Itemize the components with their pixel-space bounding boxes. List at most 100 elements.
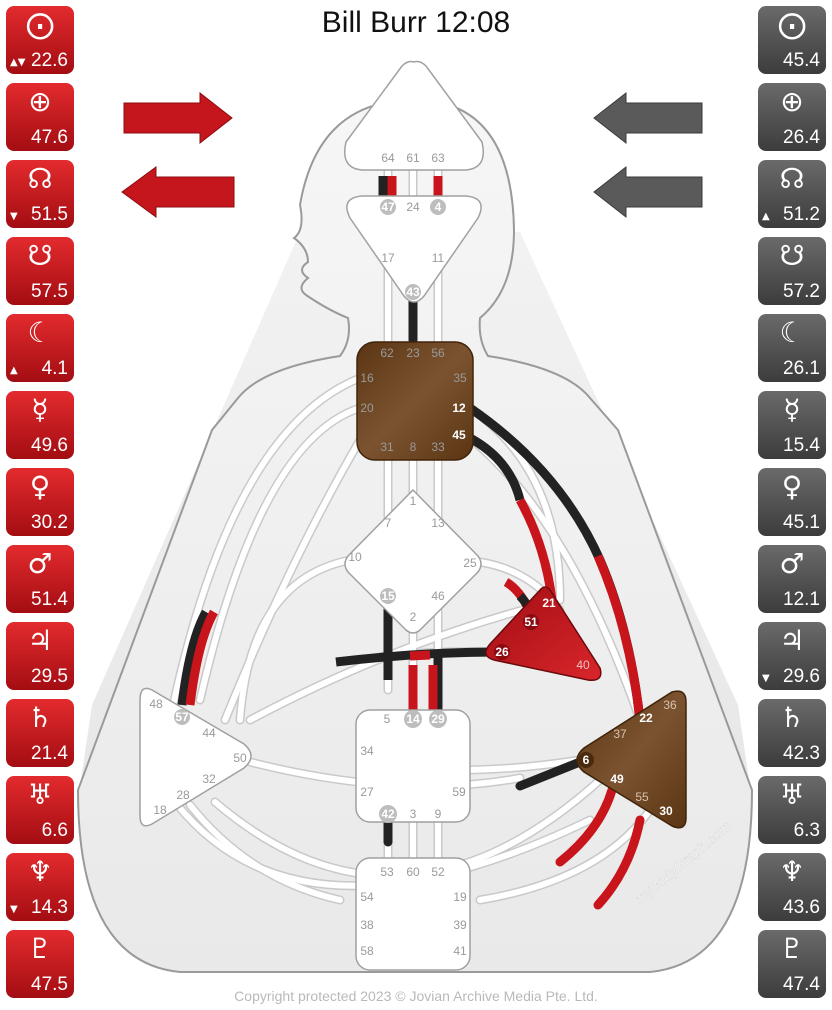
- uranus-icon: ♅: [779, 778, 805, 811]
- gate-44: 44: [202, 726, 216, 740]
- gate-59: 59: [452, 785, 466, 799]
- personality-north-node-tile: ☊ ▲ 51.2: [758, 160, 826, 228]
- gate-57: 57: [175, 710, 189, 724]
- gate-20: 20: [360, 401, 374, 415]
- gate-10: 10: [348, 550, 362, 564]
- gate-13: 13: [431, 516, 445, 530]
- gate-49: 49: [610, 772, 624, 786]
- design-jupiter-tile: ♃29.5: [6, 622, 74, 690]
- gate-line-value: 14.3: [31, 897, 68, 918]
- gate-12: 12: [452, 401, 466, 415]
- g-center: [344, 488, 482, 634]
- design-saturn-tile: ♄ 21.4: [6, 699, 74, 767]
- gate-25: 25: [463, 556, 477, 570]
- personality-pluto-tile: ♇ 47.4: [758, 930, 826, 998]
- design-neptune-tile: ♆▼14.3: [6, 853, 74, 921]
- gate-line-value: 29.5: [31, 666, 68, 687]
- sun-icon: ⨀: [778, 8, 806, 41]
- gate-line-value: 22.6: [31, 50, 68, 71]
- copyright-notice: Copyright protected 2023 © Jovian Archiv…: [234, 988, 598, 1004]
- gate-14: 14: [406, 712, 420, 726]
- gate-41: 41: [453, 944, 467, 958]
- design-north-node-tile: ☊▼51.5: [6, 160, 74, 228]
- gate-60: 60: [406, 865, 420, 879]
- personality-venus-tile: ♀ 45.1: [758, 468, 826, 536]
- personality-earth-tile: ⊕ 26.4: [758, 83, 826, 151]
- pluto-icon: ♇: [27, 932, 53, 965]
- gate-7: 7: [385, 516, 392, 530]
- gate-line-value: 42.3: [783, 743, 820, 764]
- gate-line-value: 15.4: [783, 435, 820, 456]
- gate-labels: 64 61 63 47 24 4 17 11 43 62 23 56 16 35…: [149, 151, 677, 958]
- gate-16: 16: [360, 371, 374, 385]
- mercury-icon: ☿: [31, 393, 49, 426]
- gate-51: 51: [524, 615, 538, 629]
- gate-line-value: 51.5: [31, 204, 68, 225]
- gate-32: 32: [202, 772, 216, 786]
- gate-50: 50: [233, 751, 247, 765]
- line-direction-arrow-icon: ▼: [10, 904, 18, 915]
- gate-17: 17: [381, 251, 395, 265]
- south-node-icon: ☋: [27, 239, 53, 272]
- gate-40: 40: [576, 658, 590, 672]
- gate-line-value: 21.4: [31, 743, 68, 764]
- gate-line-value: 57.2: [783, 281, 820, 302]
- gate-line-value: 6.3: [793, 820, 820, 841]
- personality-mercury-tile: ☿15.4: [758, 391, 826, 459]
- gate-21: 21: [542, 596, 556, 610]
- gate-36: 36: [663, 698, 677, 712]
- gate-29: 29: [431, 712, 445, 726]
- personality-sun-tile: ⨀45.4: [758, 6, 826, 74]
- venus-icon: ♀: [29, 470, 51, 503]
- north-node-icon: ☊: [779, 162, 805, 195]
- line-direction-arrow-icon: ▲: [10, 365, 18, 376]
- saturn-icon: ♄: [27, 701, 53, 734]
- design-moon-tile: ☾ ▲ 4.1: [6, 314, 74, 382]
- gate-line-value: 49.6: [31, 435, 68, 456]
- design-south-node-tile: ☋ 57.5: [6, 237, 74, 305]
- gate-3: 3: [410, 807, 417, 821]
- spleen-center: [139, 687, 252, 827]
- gate-6: 6: [583, 753, 590, 767]
- gate-4: 4: [435, 200, 442, 214]
- gate-line-value: 29.6: [783, 666, 820, 687]
- personality-moon-tile: ☾ 26.1: [758, 314, 826, 382]
- gate-47: 47: [381, 200, 395, 214]
- gate-28: 28: [176, 788, 190, 802]
- gate-line-value: 26.4: [783, 127, 820, 148]
- gate-line-value: 4.1: [41, 358, 68, 379]
- pluto-icon: ♇: [779, 932, 805, 965]
- gate-18: 18: [153, 803, 167, 817]
- line-direction-arrow-icon: ▲▼: [10, 57, 26, 68]
- gate-line-value: 26.1: [783, 358, 820, 379]
- gate-line-value: 47.5: [31, 974, 68, 995]
- head-center: [344, 60, 484, 171]
- gate-line-value: 51.2: [783, 204, 820, 225]
- line-direction-arrow-icon: ▼: [10, 211, 18, 222]
- gate-38: 38: [360, 918, 374, 932]
- design-earth-tile: ⊕47.6: [6, 83, 74, 151]
- moon-icon: ☾: [779, 316, 805, 349]
- gate-64: 64: [381, 151, 395, 165]
- gate-42: 42: [381, 807, 395, 821]
- gate-line-value: 45.1: [783, 512, 820, 533]
- personality-mars-tile: ♂12.1: [758, 545, 826, 613]
- gate-61: 61: [406, 151, 420, 165]
- gate-35: 35: [453, 371, 467, 385]
- gate-30: 30: [659, 804, 673, 818]
- earth-icon: ⊕: [780, 85, 804, 118]
- moon-icon: ☾: [27, 316, 53, 349]
- gate-15: 15: [381, 589, 395, 603]
- gate-54: 54: [360, 890, 374, 904]
- gate-line-value: 57.5: [31, 281, 68, 302]
- personality-top-arrow-left: [593, 91, 703, 145]
- design-sun-tile: ⨀▲▼22.6: [6, 6, 74, 74]
- south-node-icon: ☋: [779, 239, 805, 272]
- gate-line-value: 43.6: [783, 897, 820, 918]
- gate-58: 58: [360, 944, 374, 958]
- gate-55: 55: [635, 790, 649, 804]
- line-direction-arrow-icon: ▲: [762, 211, 770, 222]
- venus-icon: ♀: [781, 470, 803, 503]
- gate-23: 23: [406, 346, 420, 360]
- gate-line-value: 47.4: [783, 974, 820, 995]
